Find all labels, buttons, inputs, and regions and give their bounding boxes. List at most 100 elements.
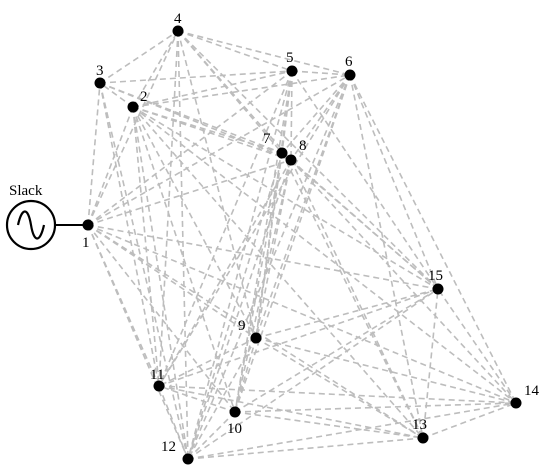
edge-6-13 <box>349 74 424 439</box>
edge-8-10 <box>234 159 292 413</box>
edge-1-12 <box>87 224 189 460</box>
edge-14-15 <box>437 288 517 404</box>
node-label-8: 8 <box>299 138 307 154</box>
node-4 <box>172 25 184 37</box>
node-label-13: 13 <box>412 417 427 433</box>
node-label-1: 1 <box>82 235 90 251</box>
edge-6-8 <box>290 74 351 161</box>
node-11 <box>153 380 165 392</box>
edge-8-11 <box>158 159 292 387</box>
node-14 <box>510 397 522 409</box>
edge-4-7 <box>177 30 283 154</box>
edge-8-13 <box>290 159 424 439</box>
edge-5-12 <box>187 70 293 460</box>
edge-4-9 <box>177 30 257 339</box>
edge-11-13 <box>158 385 424 439</box>
edge-9-11 <box>158 337 257 387</box>
edge-5-6 <box>291 70 351 76</box>
edge-1-14 <box>87 224 517 404</box>
node-1 <box>82 219 94 231</box>
node-label-2: 2 <box>140 89 148 105</box>
edge-5-11 <box>158 70 293 387</box>
edge-5-8 <box>290 70 293 161</box>
node-8 <box>285 154 297 166</box>
edge-4-12 <box>177 30 189 460</box>
edge-9-12 <box>187 337 257 460</box>
node-label-4: 4 <box>174 11 182 27</box>
node-label-11: 11 <box>150 367 164 383</box>
edge-10-12 <box>187 411 236 460</box>
node-label-12: 12 <box>161 439 176 455</box>
edge-3-11 <box>99 82 160 387</box>
node-label-14: 14 <box>524 383 540 399</box>
node-label-7: 7 <box>263 131 271 147</box>
edge-5-10 <box>234 70 293 413</box>
slack-label: Slack <box>9 183 43 199</box>
edge-2-15 <box>132 106 439 290</box>
edge-2-4 <box>132 30 179 108</box>
edge-4-11 <box>158 30 179 387</box>
node-12 <box>182 453 194 465</box>
edge-4-5 <box>177 30 293 72</box>
node-label-15: 15 <box>428 268 443 284</box>
edge-2-11 <box>132 106 160 387</box>
edge-10-13 <box>234 411 424 439</box>
node-label-9: 9 <box>238 318 246 334</box>
node-label-3: 3 <box>96 63 104 79</box>
edge-1-9 <box>87 224 257 339</box>
edge-2-5 <box>132 70 293 108</box>
node-7 <box>276 147 288 159</box>
node-10 <box>229 406 241 418</box>
edge-2-3 <box>99 82 134 108</box>
edge-12-13 <box>187 437 424 460</box>
edge-8-12 <box>187 159 292 460</box>
edge-7-13 <box>281 152 424 439</box>
node-15 <box>432 283 444 295</box>
edge-10-15 <box>234 288 439 413</box>
edge-2-10 <box>132 106 236 413</box>
edge-group <box>87 30 517 460</box>
edge-9-10 <box>234 337 257 413</box>
slack-generator: Slack <box>5 183 88 251</box>
edge-10-11 <box>158 385 236 413</box>
edge-3-8 <box>99 82 292 161</box>
edge-4-15 <box>177 30 439 290</box>
edge-2-8 <box>132 106 292 161</box>
edge-3-5 <box>99 70 293 84</box>
edge-9-14 <box>255 337 517 404</box>
edge-1-6 <box>87 74 351 226</box>
edge-3-12 <box>99 82 189 460</box>
node-label-10: 10 <box>227 421 242 437</box>
edge-12-15 <box>187 288 439 460</box>
edge-2-6 <box>132 74 351 108</box>
edge-1-5 <box>87 70 293 226</box>
edge-6-15 <box>349 74 439 290</box>
node-13 <box>417 432 429 444</box>
node-label-5: 5 <box>286 50 294 66</box>
edge-7-9 <box>255 152 283 339</box>
node-5 <box>286 65 298 77</box>
edge-1-4 <box>87 30 179 226</box>
edge-9-13 <box>255 337 424 439</box>
edge-12-14 <box>187 402 517 460</box>
node-2 <box>127 101 139 113</box>
edge-1-8 <box>87 159 292 226</box>
edge-6-14 <box>349 74 517 404</box>
node-9 <box>250 332 262 344</box>
edge-1-13 <box>87 224 424 439</box>
edge-4-6 <box>177 30 351 76</box>
edge-6-9 <box>255 74 351 339</box>
sine-wave-icon <box>16 210 46 240</box>
edge-1-3 <box>87 82 101 226</box>
node-3 <box>94 77 106 89</box>
edge-3-4 <box>99 30 179 84</box>
edge-6-7 <box>281 74 351 154</box>
edge-2-14 <box>132 106 517 404</box>
node-6 <box>344 69 356 81</box>
edge-6-11 <box>158 74 351 387</box>
edge-8-9 <box>255 159 292 339</box>
edge-7-12 <box>187 152 283 460</box>
node-label-6: 6 <box>345 54 353 70</box>
